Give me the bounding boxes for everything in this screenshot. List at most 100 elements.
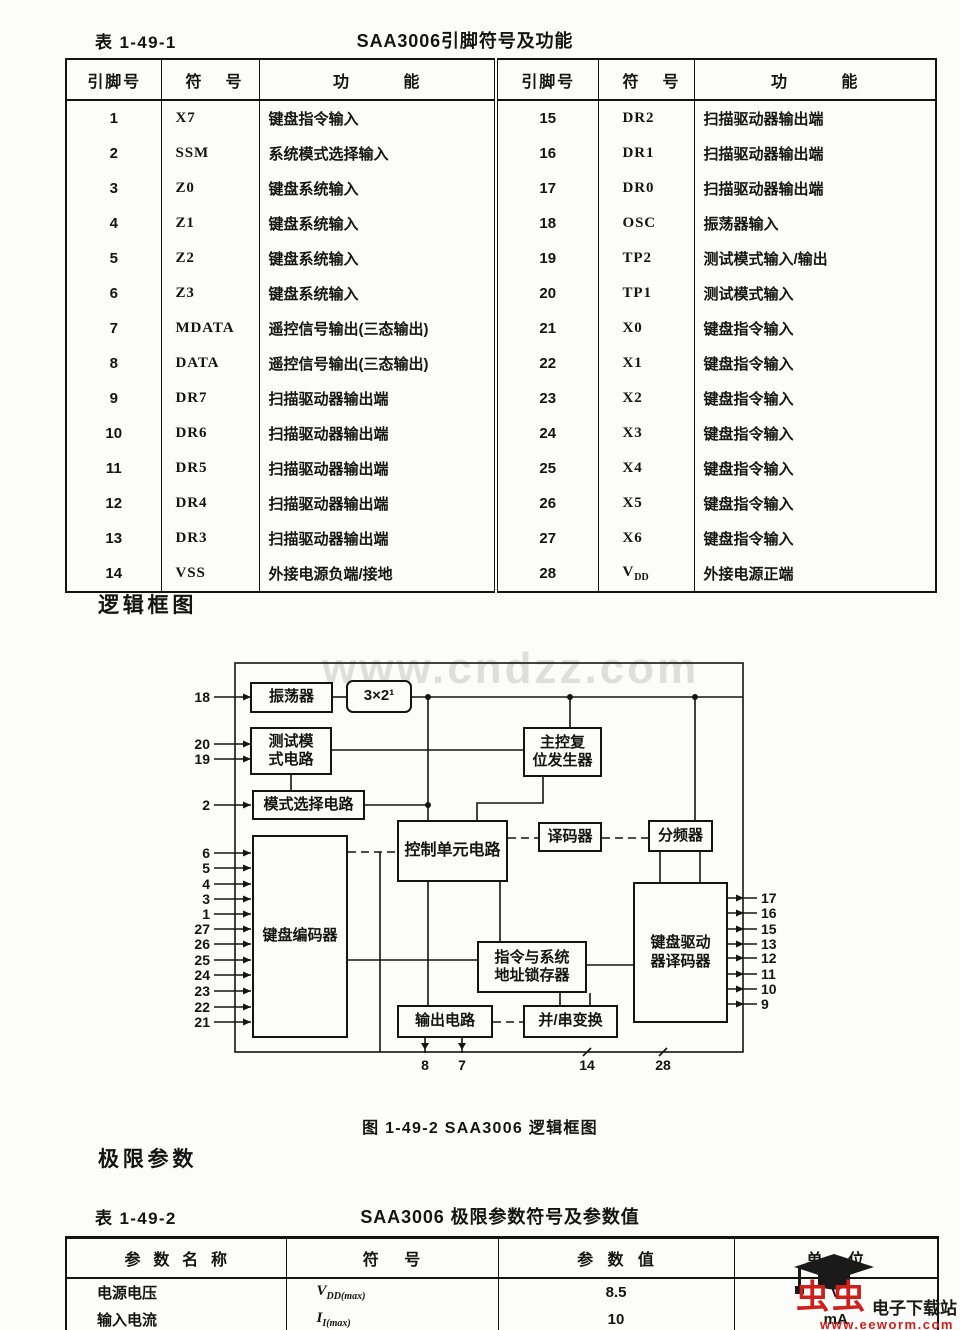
pin-label: 16 [761, 905, 777, 921]
header-symbol: 符号 [597, 59, 694, 101]
pin-number-cell: 21 [494, 311, 598, 346]
pin-number-cell: 10 [105, 425, 123, 442]
pin-number-cell: 3 [109, 180, 118, 197]
block-master-reset-generator: 主控复 位发生器 [523, 727, 602, 777]
pin-function-cell: 测试模式输入/输出 [693, 241, 936, 276]
pin-function-cell: 外接电源负端/接地 [258, 556, 496, 592]
pin-symbol-cell: TP2 [597, 241, 694, 276]
pin-number-cell: 8 [109, 355, 118, 372]
pin-label: 13 [761, 936, 777, 952]
pin-symbol-cell: X0 [597, 311, 694, 346]
pin-function-cell: 键盘指令输入 [693, 381, 936, 416]
pin-function-cell: 扫描驱动器输出端 [258, 416, 496, 451]
symbol-cell: VDD(max) [285, 1278, 498, 1306]
pin-label: 14 [579, 1057, 595, 1073]
pin-symbol-cell: SSM [160, 136, 259, 171]
pin-table-title: SAA3006引脚符号及功能 [356, 31, 574, 51]
block-parallel-serial-converter: 并/串变换 [523, 1005, 618, 1038]
block-instruction-system-address-latch: 指令与系统 地址锁存器 [477, 941, 587, 993]
pin-function-cell: 遥控信号输出(三态输出) [258, 346, 496, 381]
pin-label: 20 [194, 736, 210, 752]
pin-number-cell: 14 [105, 565, 123, 582]
figure-caption: 图 1-49-2 SAA3006 逻辑框图 [362, 1120, 598, 1137]
pin-function-cell: 键盘指令输入 [693, 346, 936, 381]
pin-symbol-cell: Z0 [160, 171, 259, 206]
pin-symbol-cell: OSC [597, 206, 694, 241]
pin-function-cell: 外接电源正端 [693, 556, 936, 592]
pin-number-cell: 13 [105, 530, 123, 547]
pin-label: 28 [655, 1057, 671, 1073]
pin-symbol-cell: DATA [160, 346, 259, 381]
pin-symbol-cell: DR7 [160, 381, 259, 416]
parameter-name-cell: 电源电压 [97, 1285, 158, 1302]
pin-label: 24 [194, 967, 210, 983]
symbol-cell: II(max) [285, 1306, 498, 1330]
pin-function-cell: 键盘系统输入 [258, 171, 496, 206]
site-logo-url: www.eeworm.com [820, 1317, 954, 1330]
pin-function-cell: 扫描驱动器输出端 [693, 100, 936, 136]
pin-number-cell: 28 [494, 556, 598, 592]
pin-function-cell: 测试模式输入 [693, 276, 936, 311]
block-frequency-divider: 分频器 [648, 820, 713, 852]
pin-function-cell: 系统模式选择输入 [258, 136, 496, 171]
header-symbol: 符号 [285, 1237, 498, 1279]
logic-diagram: www.cndzz.com [0, 640, 960, 1140]
graduation-cap-icon [794, 1254, 874, 1294]
pin-label: 5 [202, 860, 210, 876]
pin-function-cell: 扫描驱动器输出端 [258, 521, 496, 556]
pin-symbol-cell: X1 [597, 346, 694, 381]
value-cell: 10 [497, 1306, 734, 1330]
pin-label: 4 [202, 876, 210, 892]
header-pin-number: 引脚号 [494, 59, 598, 101]
block-keyboard-encoder: 键盘编码器 [252, 835, 348, 1038]
block-control-unit-circuit: 控制单元电路 [397, 820, 508, 882]
pin-label: 12 [761, 950, 777, 966]
unit-cell: mA [733, 1306, 938, 1330]
pin-number-cell: 16 [494, 136, 598, 171]
pin-symbol-cell: Z3 [160, 276, 259, 311]
pin-symbol-cell: VSS [160, 556, 259, 592]
pin-number-cell: 11 [105, 460, 122, 477]
pin-symbol-cell: X6 [597, 521, 694, 556]
pin-function-cell: 键盘系统输入 [258, 276, 496, 311]
pin-table: 引脚号 符号 功能 引脚号 符号 功能 1X7键盘指令输入15DR2扫描驱动器输… [65, 58, 937, 593]
header-pin-number: 引脚号 [66, 59, 161, 101]
pin-function-cell: 键盘指令输入 [258, 100, 496, 136]
header-parameter-name: 参数名称 [66, 1237, 286, 1279]
pin-symbol-cell: X7 [160, 100, 259, 136]
pin-number-cell: 20 [494, 276, 598, 311]
pin-label: 9 [761, 996, 769, 1012]
pin-function-cell: 键盘系统输入 [258, 206, 496, 241]
pin-label: 18 [194, 689, 210, 705]
block-test-mode-circuit: 测试模 式电路 [250, 727, 332, 775]
pin-symbol-cell: TP1 [597, 276, 694, 311]
pin-number-cell: 4 [109, 215, 118, 232]
pin-function-cell: 扫描驱动器输出端 [258, 486, 496, 521]
pin-symbol-cell: X2 [597, 381, 694, 416]
pin-number-cell: 2 [109, 145, 118, 162]
pin-function-cell: 键盘指令输入 [693, 311, 936, 346]
pin-function-cell: 扫描驱动器输出端 [693, 171, 936, 206]
pin-label: 8 [421, 1057, 429, 1073]
block-decoder: 译码器 [538, 822, 602, 852]
pin-label: 1 [202, 906, 210, 922]
pin-function-cell: 键盘指令输入 [693, 451, 936, 486]
pin-label: 21 [194, 1014, 210, 1030]
limits-table-title: SAA3006 极限参数符号及参数值 [360, 1207, 640, 1227]
pin-number-cell: 1 [109, 110, 118, 127]
pin-number-cell: 27 [494, 521, 598, 556]
pin-label: 25 [194, 952, 210, 968]
block-oscillator: 振荡器 [250, 682, 333, 713]
pin-number-cell: 6 [109, 285, 118, 302]
pin-table-label: 表 1-49-1 [95, 33, 177, 52]
site-logo: 虫虫 电子下载站 www.eeworm.com [792, 1254, 960, 1330]
pin-symbol-cell: DR6 [160, 416, 259, 451]
